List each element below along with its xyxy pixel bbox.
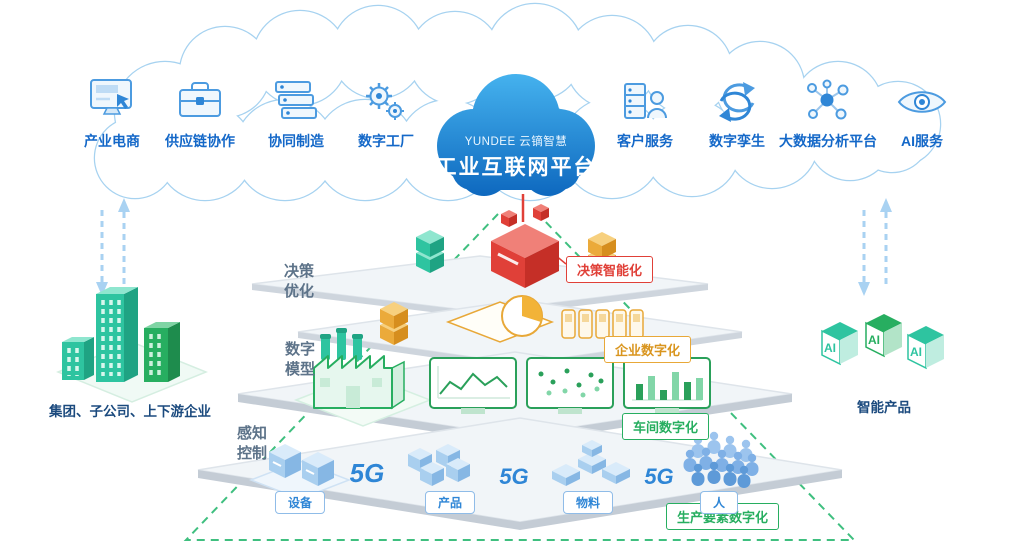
ecommerce-icon (90, 79, 132, 115)
ai-cube-2: AI (865, 314, 902, 358)
equipment-icon (248, 444, 352, 500)
arrow-down-left (96, 282, 108, 296)
side-label-model: 数字模型 (284, 341, 315, 378)
digital-factory-icon (366, 83, 404, 120)
platform-brand: YUNDEE 云镝智慧 (464, 136, 568, 148)
flow-arrows-left (100, 210, 126, 284)
factor-label-equipment: 设备 (274, 491, 326, 514)
model-cards-icon (561, 309, 644, 339)
factor-label-people: 人 (699, 491, 739, 514)
service-label-big-data: 大数据分析平台 (779, 133, 877, 149)
dashboard-line-chart (429, 357, 517, 414)
service-label-collab-manufacturing: 协同制造 (268, 133, 324, 149)
network-5g-1: 5G (349, 458, 385, 488)
tag-decision-intelligence: 决策智能化 (566, 256, 654, 283)
ai-cube-1: AI (821, 322, 858, 366)
tag-enterprise-digitalization: 企业数字化 (604, 336, 692, 363)
service-label-digital-factory: 数字工厂 (358, 133, 414, 149)
platform-title: 工业互联网平台 (435, 156, 597, 179)
collab-manufacturing-icon (275, 81, 317, 119)
model-pie-chart (445, 295, 555, 343)
factor-label-product: 产品 (424, 491, 476, 514)
arrow-up-left (118, 198, 130, 212)
ai-product-cubes: AI AI AI (821, 314, 944, 370)
arrow-down-right (858, 282, 870, 296)
factory-icon (293, 328, 433, 427)
supply-chain-icon (179, 82, 221, 117)
network-5g-3: 5G (644, 464, 674, 489)
digital-twin-icon (719, 82, 755, 122)
material-boxes-icon (552, 440, 630, 486)
dashboard-bar-chart (623, 357, 711, 414)
ai-service-icon (897, 91, 947, 113)
service-label-customer-service: 客户服务 (617, 133, 673, 149)
customer-service-icon (624, 83, 667, 119)
platform-cloud (437, 74, 595, 196)
decision-machine-icon (491, 204, 559, 288)
side-label-perception: 感知控制 (236, 425, 267, 462)
network-5g-2: 5G (499, 464, 529, 489)
model-database-icon (380, 302, 408, 345)
svg-text:AI: AI (910, 345, 922, 359)
service-label-digital-twin: 数字孪生 (709, 133, 765, 149)
decision-server-icon (416, 230, 444, 273)
ai-cube-3: AI (907, 326, 944, 370)
arrow-up-right (880, 198, 892, 212)
svg-text:AI: AI (824, 341, 836, 355)
side-label-decision: 决策优化 (283, 263, 314, 300)
layer-perception (197, 417, 843, 530)
service-label-ai-service: AI服务 (901, 133, 943, 149)
product-boxes-icon (408, 444, 470, 486)
buildings-icon (56, 287, 208, 403)
big-data-icon (807, 79, 849, 120)
factor-label-material: 物料 (562, 491, 614, 514)
service-label-supply-chain: 供应链协作 (165, 133, 235, 149)
service-label-ecommerce: 产业电商 (84, 133, 140, 149)
flow-arrows-right (862, 210, 888, 284)
dashboard-scatter-chart (526, 357, 614, 414)
tag-workshop-digitalization: 车间数字化 (622, 413, 710, 440)
people-icon (683, 431, 759, 488)
right-group-label: 智能产品 (857, 400, 911, 415)
svg-text:AI: AI (868, 333, 880, 347)
left-group-label: 集团、子公司、上下游企业 (49, 404, 211, 419)
